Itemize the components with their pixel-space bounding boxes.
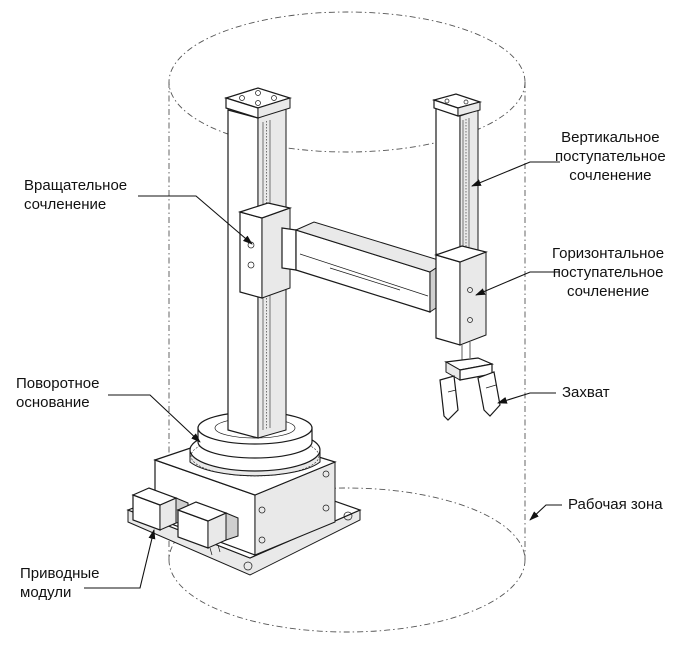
label-rotary-joint: Вращательное сочленение — [24, 177, 128, 213]
leader-vertical-joint — [471, 161, 560, 187]
leader-drive-modules — [84, 529, 156, 589]
leader-lines — [84, 161, 562, 589]
horizontal-joint-carriage — [434, 245, 488, 360]
gripper-right-finger — [477, 371, 501, 417]
work-zone-cylinder — [168, 11, 526, 633]
label-rotary-base: Поворотное основание — [16, 375, 100, 411]
leader-rotary-base — [108, 394, 201, 443]
label-work-zone: Рабочая зона — [568, 496, 663, 513]
leader-horizontal-joint — [475, 271, 560, 296]
rotary-joint-carriage — [239, 211, 263, 299]
gripper-left-finger — [439, 375, 459, 421]
horizontal-arm — [281, 221, 447, 313]
gripper-assembly — [439, 357, 501, 421]
leader-rotary-joint — [138, 195, 253, 245]
label-vertical-joint: Вертикальное поступательное сочленение — [555, 129, 666, 184]
label-gripper: Захват — [562, 384, 610, 401]
main-column — [223, 87, 293, 439]
label-drive-modules: Приводные модули — [20, 565, 100, 601]
drive-module-2 — [176, 501, 239, 556]
label-horizontal-joint: Горизонтальное поступательное сочленение — [552, 245, 665, 300]
vertical-slide — [431, 93, 483, 263]
leader-gripper — [497, 392, 556, 404]
leader-work-zone — [529, 504, 562, 521]
